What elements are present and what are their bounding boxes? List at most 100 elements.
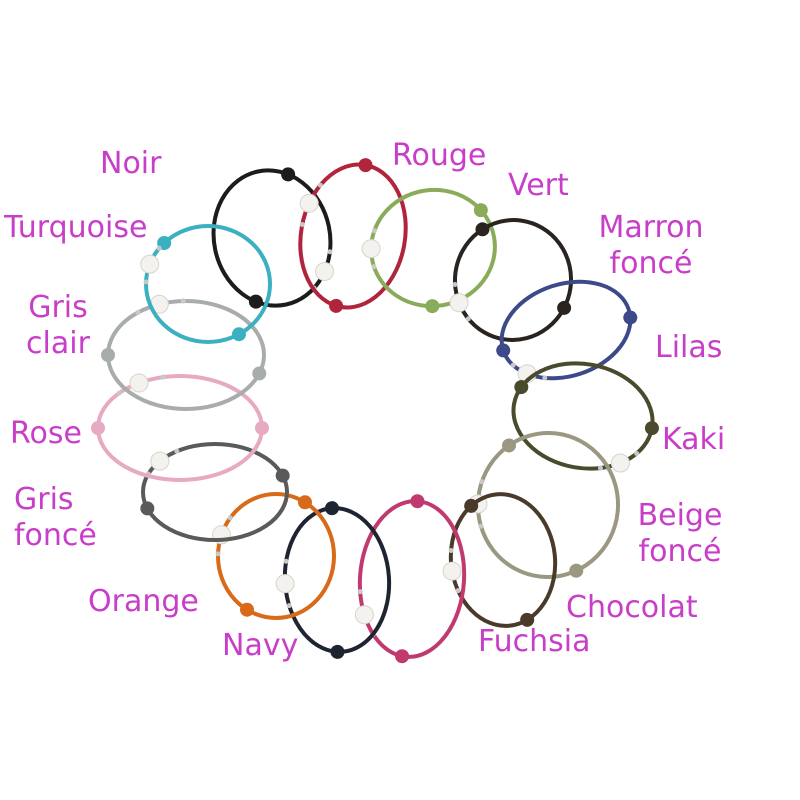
knot-lilas-1 bbox=[496, 343, 511, 358]
label-rouge: Rouge bbox=[392, 138, 487, 173]
pearl-navy bbox=[275, 574, 295, 594]
bracelet-fuchsia bbox=[354, 494, 467, 664]
bracelet-orange bbox=[211, 492, 336, 620]
silver-bead-navy-1 bbox=[286, 603, 292, 609]
label-orange: Orange bbox=[88, 584, 199, 619]
knot-orange-2 bbox=[240, 602, 254, 617]
knot-navy-1 bbox=[324, 501, 339, 516]
bracelet-gris-clair bbox=[101, 294, 267, 411]
silver-bead-orange-2 bbox=[227, 515, 233, 521]
knot-rose-1 bbox=[91, 421, 105, 435]
label-lilas: Lilas bbox=[655, 330, 723, 365]
pearl-rouge bbox=[299, 193, 319, 213]
knot-gris-clair-1 bbox=[101, 348, 115, 362]
label-marron-fonce: Marron foncé bbox=[598, 210, 704, 281]
cord-rose bbox=[96, 374, 264, 482]
silver-bead-rose-2 bbox=[160, 374, 166, 380]
silver-bead-rose-1 bbox=[116, 390, 122, 396]
silver-bead-kaki-2 bbox=[597, 465, 603, 471]
cord-beige-fonce bbox=[475, 431, 621, 579]
pearl-chocolat bbox=[442, 561, 462, 581]
silver-bead-gris-clair-2 bbox=[180, 298, 186, 304]
cord-gris-clair bbox=[106, 299, 266, 411]
silver-bead-navy-2 bbox=[283, 558, 289, 564]
knot-turquoise-2 bbox=[232, 327, 246, 342]
knot-orange-1 bbox=[298, 495, 312, 510]
label-gris-clair: Gris clair bbox=[26, 290, 90, 361]
label-fuchsia: Fuchsia bbox=[478, 624, 591, 659]
silver-bead-vert-2 bbox=[371, 228, 377, 234]
cord-gris-fonce bbox=[141, 442, 289, 542]
bracelet-chocolat bbox=[442, 492, 558, 628]
knot-vert-1 bbox=[473, 203, 488, 218]
bracelet-marron-fonce bbox=[449, 218, 574, 342]
cord-orange bbox=[216, 492, 336, 620]
label-beige-fonce: Beige foncé bbox=[637, 498, 723, 569]
label-rose: Rose bbox=[10, 416, 82, 451]
knot-fuchsia-2 bbox=[395, 649, 410, 664]
silver-bead-beige-fonce-2 bbox=[479, 479, 485, 485]
knot-vert-2 bbox=[425, 299, 440, 314]
knot-gris-fonce-1 bbox=[140, 501, 155, 516]
silver-bead-rouge-1 bbox=[299, 222, 305, 228]
silver-bead-turquoise-2 bbox=[156, 245, 162, 251]
bracelet-gris-fonce bbox=[140, 442, 290, 542]
pearl-gris-fonce bbox=[150, 451, 170, 471]
bracelet-rouge bbox=[298, 158, 408, 313]
pearl-rose bbox=[129, 373, 149, 393]
bracelet-noir bbox=[211, 167, 335, 309]
pearl-noir bbox=[315, 262, 335, 282]
knot-gris-fonce-2 bbox=[275, 468, 290, 483]
label-kaki: Kaki bbox=[662, 422, 726, 457]
knot-marron-fonce-2 bbox=[557, 300, 572, 315]
silver-bead-chocolat-2 bbox=[448, 548, 454, 554]
silver-bead-lilas-1 bbox=[542, 375, 548, 381]
knot-chocolat-1 bbox=[464, 498, 479, 513]
bracelet-kaki bbox=[511, 361, 659, 473]
silver-bead-marron-fonce-2 bbox=[452, 281, 458, 287]
bracelet-navy bbox=[275, 501, 392, 659]
silver-bead-kaki-1 bbox=[634, 450, 640, 456]
silver-bead-gris-fonce-2 bbox=[174, 448, 180, 454]
knot-marron-fonce-1 bbox=[475, 222, 490, 237]
silver-bead-fuchsia-2 bbox=[357, 589, 363, 595]
silver-bead-gris-clair-1 bbox=[135, 309, 141, 315]
cord-noir bbox=[211, 168, 333, 308]
cord-vert bbox=[369, 187, 497, 309]
pearl-kaki bbox=[610, 453, 630, 473]
bracelet-rose bbox=[91, 373, 269, 482]
knot-chocolat-2 bbox=[520, 612, 535, 627]
knot-kaki-2 bbox=[644, 421, 659, 436]
silver-bead-orange-1 bbox=[215, 551, 221, 557]
label-noir: Noir bbox=[100, 146, 162, 181]
label-vert: Vert bbox=[508, 168, 569, 203]
bracelet-beige-fonce bbox=[468, 431, 621, 579]
knot-lilas-2 bbox=[623, 310, 638, 325]
label-gris-fonce: Gris foncé bbox=[14, 482, 97, 553]
bracelet-turquoise bbox=[140, 224, 272, 344]
knot-kaki-1 bbox=[514, 380, 529, 395]
knot-noir-2 bbox=[281, 167, 296, 182]
silver-bead-turquoise-1 bbox=[143, 279, 149, 285]
label-turquoise: Turquoise bbox=[4, 210, 148, 245]
knot-noir-1 bbox=[248, 294, 263, 309]
bracelet-vert bbox=[361, 187, 497, 314]
knot-fuchsia-1 bbox=[410, 494, 425, 509]
cord-marron-fonce bbox=[452, 218, 574, 342]
pearl-fuchsia bbox=[354, 605, 374, 625]
knot-rouge-1 bbox=[358, 158, 373, 173]
knot-beige-fonce-1 bbox=[502, 438, 517, 453]
label-chocolat: Chocolat bbox=[566, 590, 698, 625]
silver-bead-vert-1 bbox=[371, 264, 377, 270]
knot-navy-2 bbox=[330, 644, 345, 659]
silver-bead-beige-fonce-1 bbox=[478, 523, 484, 529]
silver-bead-rouge-2 bbox=[317, 182, 323, 188]
knot-gris-clair-2 bbox=[252, 366, 267, 381]
silver-bead-marron-fonce-1 bbox=[465, 316, 471, 322]
knot-rouge-2 bbox=[329, 298, 344, 313]
pearl-vert bbox=[361, 239, 381, 259]
label-navy: Navy bbox=[222, 628, 299, 663]
pearl-turquoise bbox=[140, 254, 160, 274]
